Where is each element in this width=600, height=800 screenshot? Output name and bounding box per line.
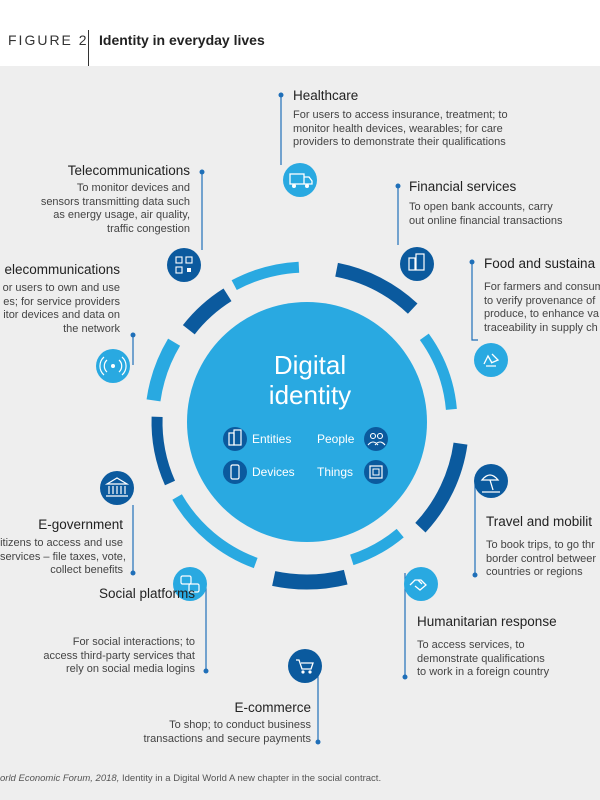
sector-title-healthcare: Healthcare bbox=[293, 88, 359, 103]
qr-icon bbox=[167, 248, 201, 282]
connector-dots bbox=[130, 92, 478, 745]
beach-icon bbox=[474, 464, 508, 498]
header-divider bbox=[88, 30, 89, 66]
sector-title-egov: E-government bbox=[38, 517, 123, 532]
ring-segment bbox=[415, 442, 468, 533]
sector-title-telecom-left: elecommunications bbox=[4, 262, 120, 277]
sector-title-social: Social platforms bbox=[98, 586, 195, 601]
ring-segment bbox=[419, 333, 457, 410]
ring-segment bbox=[146, 338, 181, 402]
source-note: orld Economic Forum, 2018, Identity in a… bbox=[0, 773, 381, 784]
figure-label: FIGURE 2 bbox=[8, 32, 89, 48]
connector-food bbox=[471, 262, 478, 341]
ring-segment bbox=[182, 288, 232, 335]
source-rest: Identity in a Digital World A new chapte… bbox=[119, 773, 382, 784]
sector-desc-social: For social interactions; to access third… bbox=[43, 636, 195, 675]
sector-desc-healthcare: For users to access insurance, treatment… bbox=[293, 109, 508, 148]
source-prefix: orld Economic Forum, 2018, bbox=[0, 773, 120, 784]
sector-desc-financial: To open bank accounts, carry out online … bbox=[409, 201, 563, 227]
ring-segment bbox=[231, 261, 300, 291]
center-title-line1: Digital bbox=[273, 350, 347, 380]
building-icon bbox=[223, 427, 247, 451]
sector-desc-travel: To book trips, to go thr border control … bbox=[486, 539, 597, 578]
handshake-icon bbox=[404, 567, 438, 601]
sector-desc-telecom-top: To monitor devices and sensors transmitt… bbox=[40, 182, 190, 235]
ring-segment bbox=[172, 494, 258, 569]
people-icon bbox=[364, 427, 388, 451]
sector-desc-humanitarian: To access services, to demonstrate quali… bbox=[417, 639, 550, 678]
sector-desc-telecom-left: or users to own and use es; for service … bbox=[2, 282, 120, 335]
center-title-line2: identity bbox=[268, 380, 352, 410]
ring-segment bbox=[335, 262, 418, 314]
sector-title-ecommerce: E-commerce bbox=[234, 700, 311, 715]
ring-segment bbox=[349, 528, 404, 566]
center-icons bbox=[223, 427, 388, 484]
center-item-things: Things bbox=[317, 465, 354, 479]
center-circle bbox=[187, 302, 427, 542]
center-item-entities: Entities bbox=[252, 432, 292, 446]
sector-title-food: Food and sustaina bbox=[484, 256, 596, 271]
connector-lines bbox=[132, 95, 478, 742]
social-icon bbox=[173, 567, 207, 601]
sector-desc-ecommerce: To shop; to conduct business transaction… bbox=[143, 719, 311, 745]
sector-title-telecom-top: Telecommunications bbox=[67, 163, 190, 178]
center-item-people: People bbox=[317, 432, 355, 446]
sector-title-travel: Travel and mobilit bbox=[486, 514, 593, 529]
sector-title-financial: Financial services bbox=[409, 179, 517, 194]
ambulance-icon bbox=[283, 163, 317, 197]
cart-icon bbox=[288, 649, 322, 683]
ring-segments bbox=[146, 261, 468, 590]
sector-desc-egov: itizens to access and use services – fil… bbox=[0, 537, 126, 576]
figure-header: FIGURE 2 Identity in everyday lives bbox=[0, 0, 600, 66]
recycle-icon bbox=[474, 343, 508, 377]
antenna-icon bbox=[96, 349, 130, 383]
center-item-devices: Devices bbox=[252, 465, 295, 479]
sector-desc-food: For farmers and consum to verify provena… bbox=[484, 281, 600, 334]
government-icon bbox=[100, 471, 134, 505]
sector-title-humanitarian: Humanitarian response bbox=[417, 614, 557, 629]
smartphone-icon bbox=[223, 460, 247, 484]
figure-title: Identity in everyday lives bbox=[99, 32, 265, 48]
ring-segment bbox=[272, 569, 348, 590]
chip-icon bbox=[364, 460, 388, 484]
finance-icon bbox=[400, 247, 434, 281]
center-title: Digital identity bbox=[225, 350, 395, 410]
ring-segment bbox=[151, 416, 176, 486]
